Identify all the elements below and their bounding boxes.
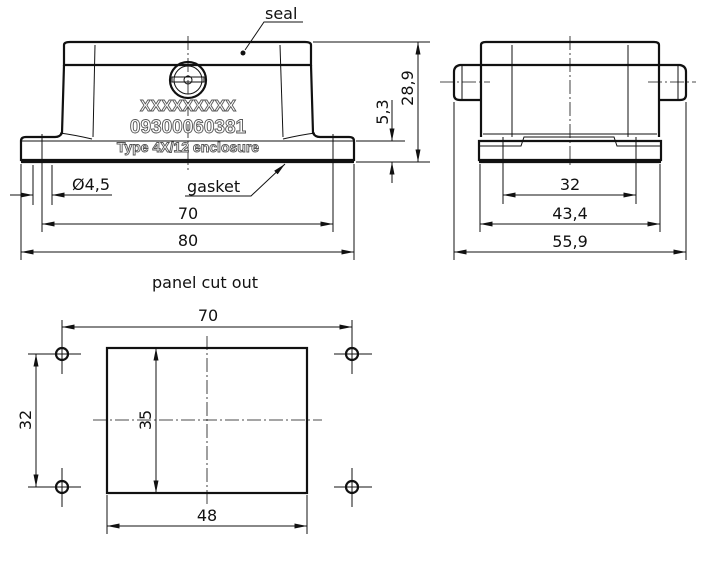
lid-outline <box>62 40 313 67</box>
seal-dot <box>240 50 246 56</box>
dim-total-height: 28,9 <box>398 70 417 106</box>
lid-screw-icon <box>168 60 208 100</box>
dim-inner-width: 32 <box>560 175 580 194</box>
body-edge <box>279 44 284 138</box>
body-outline <box>19 64 356 162</box>
side-screw-icon <box>452 63 688 102</box>
seal-leader <box>244 21 303 51</box>
dim-flange-height: 5,3 <box>373 99 392 124</box>
dim-total-width: 55,9 <box>552 232 588 251</box>
dim-holes-spacing: 70 <box>178 204 198 223</box>
dim-cutout-height: 35 <box>136 410 155 430</box>
mounting-holes <box>28 340 372 507</box>
panel-cutout-title: panel cut out <box>152 273 258 292</box>
marking-line2: 09300060381 <box>130 117 247 138</box>
panel-cutout-view: panel cut out 70 32 35 48 <box>16 273 372 534</box>
dim-holes-vertical: 32 <box>16 410 35 430</box>
side-view: 32 43,4 55,9 <box>440 36 696 260</box>
dim-holes-horizontal: 70 <box>198 306 218 325</box>
dim-cutout-width: 48 <box>197 506 217 525</box>
body-edge <box>92 44 96 138</box>
seal-label: seal <box>265 4 297 23</box>
front-view: XXXXXXXXX 09300060381 Type 4X/12 enclosu… <box>10 4 430 260</box>
gasket-leader <box>185 163 286 197</box>
marking-line3: Type 4X/12 enclosure <box>117 139 259 155</box>
dim-hole-diameter: Ø4,5 <box>72 175 110 194</box>
fillet <box>59 132 316 140</box>
marking-line1: XXXXXXXXX <box>140 98 236 115</box>
dim-total-length: 80 <box>178 231 198 250</box>
lid-outline <box>479 40 661 67</box>
dim-body-width: 43,4 <box>552 204 588 223</box>
gasket-label: gasket <box>187 177 240 196</box>
